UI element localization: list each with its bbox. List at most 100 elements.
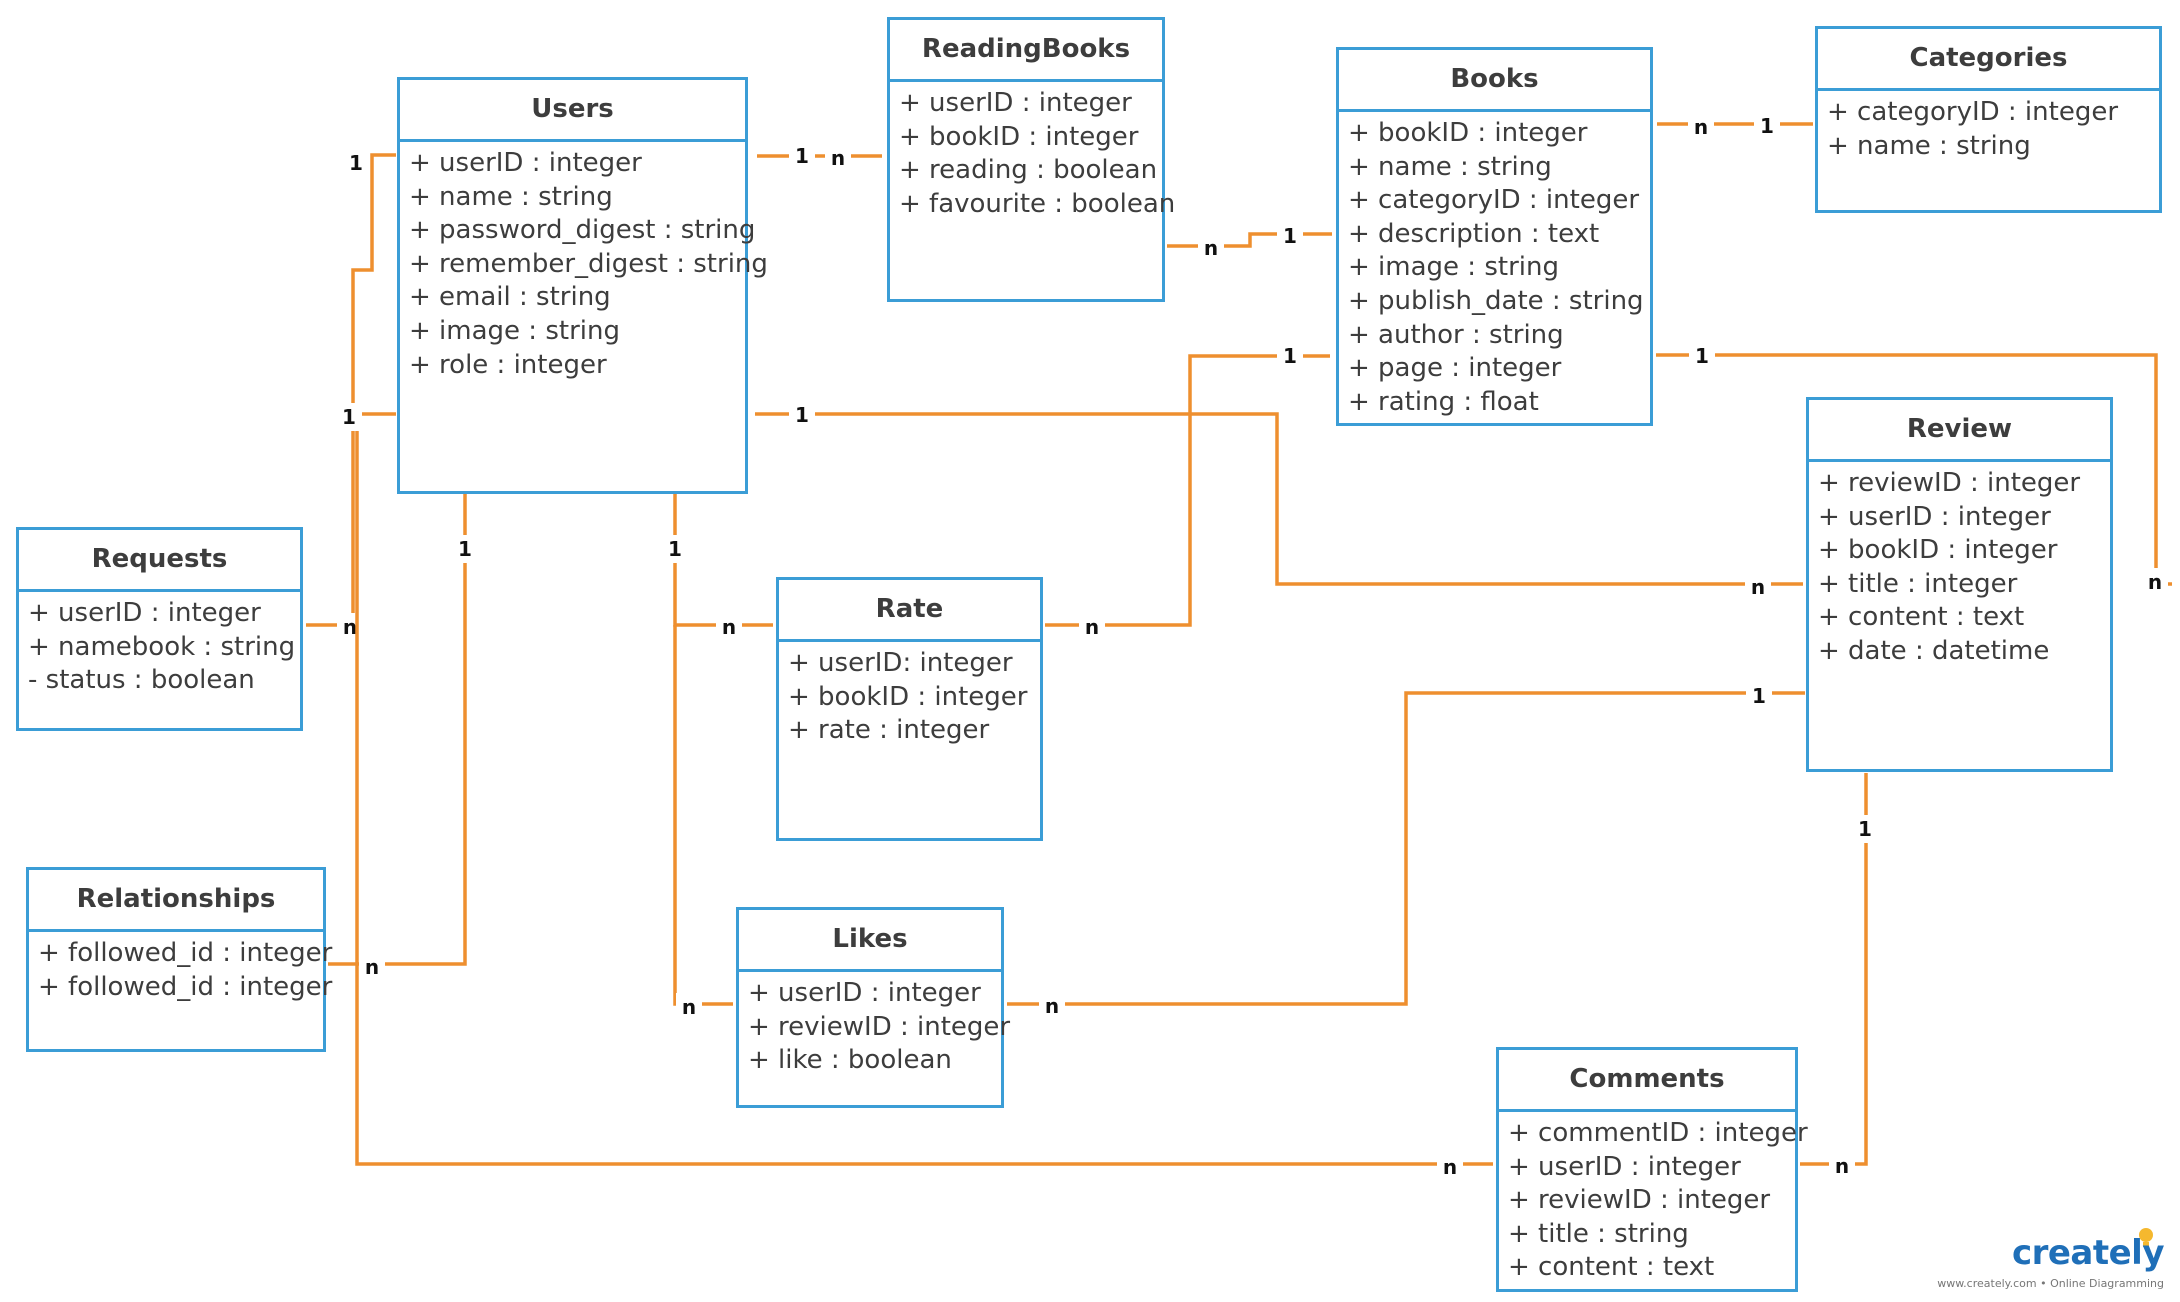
attribute-row: + userID : integer: [1818, 501, 2051, 532]
cardinality-to-readingbooks-books: 1: [1283, 224, 1297, 248]
attribute-list: + userID : integer+ bookID : integer+ re…: [890, 82, 1176, 221]
cardinality-to-users-readingbooks: n: [831, 146, 845, 170]
cardinality-from-users-likes: 1: [668, 537, 682, 561]
entity-reading-books[interactable]: ReadingBooks+ userID : integer+ bookID :…: [887, 17, 1176, 302]
cardinality-bg: [1039, 992, 1065, 1020]
cardinality-bg: [359, 953, 385, 981]
cardinality-bg: [2142, 568, 2168, 596]
cardinality-to-review-comments: n: [1835, 1154, 1849, 1178]
entity-books[interactable]: Books+ bookID : integer+ name : string+ …: [1336, 47, 1653, 426]
brand-name: creately: [2011, 1233, 2165, 1273]
attribute-row: + reviewID : integer: [1508, 1185, 1771, 1216]
attribute-list: + bookID : integer+ name : string+ categ…: [1339, 112, 1650, 419]
connector-users-likes: [673, 625, 733, 1006]
cardinality-bg: [1277, 342, 1303, 370]
entity-rate[interactable]: Rate+ userID: integer+ bookID : integer+…: [776, 577, 1043, 841]
attribute-row: + content : text: [1508, 1252, 1715, 1283]
attribute-row: + like : boolean: [748, 1045, 952, 1076]
attribute-row: + rate : integer: [788, 715, 990, 746]
attribute-row: + bookID : integer: [1818, 535, 2058, 566]
cardinality-to-users-likes: n: [682, 995, 696, 1019]
cardinality-from-users-requests: 1: [349, 151, 363, 175]
entity-title: Comments: [1499, 1050, 1795, 1112]
connector-books-rate: [1045, 354, 1330, 627]
entity-categories[interactable]: Categories+ categoryID : integer+ name :…: [1815, 26, 2162, 213]
attribute-row: + reading : boolean: [899, 155, 1158, 186]
cardinality-from-users-relationships: 1: [458, 537, 472, 561]
attribute-row: + name : string: [1827, 130, 2031, 161]
cardinality-from-books-rate: 1: [1283, 344, 1297, 368]
lightbulb-icon: [2139, 1228, 2153, 1247]
attribute-row: + commentID : integer: [1508, 1118, 1808, 1148]
cardinality-bg: [1852, 815, 1878, 843]
cardinality-to-books-categories: 1: [1760, 114, 1774, 138]
entity-comments[interactable]: Comments+ commentID : integer+ userID : …: [1496, 1047, 1808, 1292]
attribute-row: + followed_id : integer: [38, 971, 333, 1002]
entity-title: Books: [1339, 50, 1650, 112]
attribute-row: + author : string: [1348, 319, 1564, 350]
entity-likes[interactable]: Likes+ userID : integer+ reviewID : inte…: [736, 907, 1011, 1108]
attribute-row: + userID: integer: [788, 648, 1013, 678]
connector-users-rate: [673, 494, 773, 627]
cardinality-bg: [662, 535, 688, 563]
attribute-row: + password_digest : string: [409, 215, 756, 246]
cardinality-to-users-requests: n: [343, 615, 357, 639]
attribute-list: + userID: integer+ bookID : integer+ rat…: [779, 642, 1040, 748]
attribute-row: + categoryID : integer: [1348, 185, 1640, 216]
entity-users[interactable]: Users+ userID : integer+ name : string+ …: [397, 77, 768, 494]
cardinality-from-users-review: 1: [795, 403, 809, 427]
cardinality-bg: [1689, 342, 1715, 370]
brand-tagline: www.creately.com • Online Diagramming: [1937, 1277, 2164, 1290]
entity-title: Users: [400, 80, 745, 142]
entity-requests[interactable]: Requests+ userID : integer+ namebook : s…: [16, 527, 303, 731]
cardinality-bg: [789, 142, 815, 170]
entity-title: Review: [1809, 400, 2110, 462]
cardinality-bg: [1198, 234, 1224, 262]
attribute-row: + publish_date : string: [1348, 285, 1644, 316]
attribute-row: + userID : integer: [899, 88, 1132, 118]
connector-review-likes: [1007, 691, 1805, 1006]
attribute-row: + favourite : boolean: [899, 188, 1176, 219]
attribute-list: + categoryID : integer+ name : string: [1818, 91, 2159, 163]
attribute-row: + image : string: [409, 315, 620, 346]
attribute-row: + followed_id : integer: [38, 938, 333, 968]
attribute-list: + userID : integer+ namebook : string- s…: [19, 592, 300, 698]
connector-users-requests: [306, 153, 396, 627]
attribute-row: + page : integer: [1348, 353, 1562, 384]
cardinality-bg: [336, 403, 362, 431]
cardinality-bg: [716, 613, 742, 641]
attribute-row: + date : datetime: [1818, 635, 2050, 666]
attribute-row: + bookID : integer: [1348, 118, 1588, 148]
entity-review[interactable]: Review + reviewID : integer+ userID : int…: [1806, 397, 2113, 772]
attribute-row: + image : string: [1348, 252, 1559, 283]
attribute-row: + namebook : string: [28, 631, 296, 662]
entity-relationships[interactable]: Relationships+ followed_id : integer+ fo…: [26, 867, 333, 1052]
connector-readingbooks-books: [1167, 232, 1332, 248]
cardinality-to-users-relationships: n: [365, 955, 379, 979]
attribute-row: + name : string: [409, 181, 613, 212]
attribute-row: + name : string: [1348, 151, 1552, 182]
cardinality-bg: [676, 993, 702, 1021]
attribute-row: + reviewID : integer: [1818, 468, 2081, 498]
cardinality-from-users-readingbooks: 1: [795, 144, 809, 168]
cardinality-to-books-rate: n: [1085, 615, 1099, 639]
entity-title: ReadingBooks: [890, 20, 1162, 82]
cardinality-to-review-likes: n: [1045, 994, 1059, 1018]
attribute-row: + userID : integer: [748, 978, 981, 1008]
entity-title: Relationships: [29, 870, 323, 932]
connector-review-comments: [1800, 773, 1868, 1166]
connector-users-comments: [355, 412, 1493, 1166]
attribute-row: + content : text: [1818, 602, 2025, 633]
attribute-row: + title : integer: [1818, 568, 2018, 599]
attribute-list: + followed_id : integer+ followed_id : i…: [29, 932, 333, 1004]
attribute-row: + reviewID : integer: [748, 1011, 1011, 1042]
cardinality-bg: [452, 535, 478, 563]
attribute-row: + bookID : integer: [899, 121, 1139, 152]
cardinality-bg: [1079, 613, 1105, 641]
attribute-row: + userID : integer: [409, 148, 642, 178]
attribute-list: + userID : integer+ reviewID : integer+ …: [739, 972, 1011, 1078]
cardinality-to-users-review: n: [1751, 575, 1765, 599]
cardinality-bg: [1829, 1152, 1855, 1180]
cardinality-to-users-rate: n: [722, 615, 736, 639]
